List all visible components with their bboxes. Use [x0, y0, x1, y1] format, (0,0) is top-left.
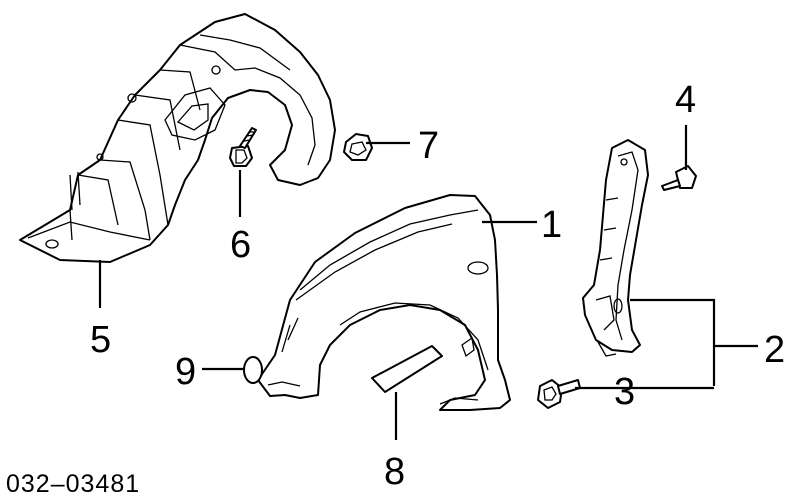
- callout-3: 3: [614, 371, 635, 413]
- bolt-part-6[interactable]: [229, 127, 257, 167]
- callout-5: 5: [90, 319, 111, 361]
- callout-7: 7: [418, 125, 439, 167]
- seal-part-9[interactable]: [243, 356, 263, 384]
- callout-6: 6: [230, 224, 251, 266]
- bolt-part-3[interactable]: [537, 379, 581, 409]
- screw-part-4[interactable]: [661, 165, 697, 191]
- callout-2: 2: [764, 329, 785, 371]
- part-code-label: 032–03481: [6, 470, 140, 498]
- fender-bracket-part[interactable]: [582, 139, 649, 357]
- callout-8: 8: [384, 451, 405, 493]
- clip-part-7[interactable]: [343, 133, 373, 161]
- pad-part-8[interactable]: [371, 345, 443, 393]
- callout-4: 4: [675, 79, 696, 121]
- callout-1: 1: [541, 204, 562, 246]
- fender-liner-part[interactable]: [19, 13, 336, 263]
- callout-9: 9: [175, 351, 196, 393]
- front-fender-part[interactable]: [257, 194, 511, 411]
- leader-lines: [98, 125, 758, 440]
